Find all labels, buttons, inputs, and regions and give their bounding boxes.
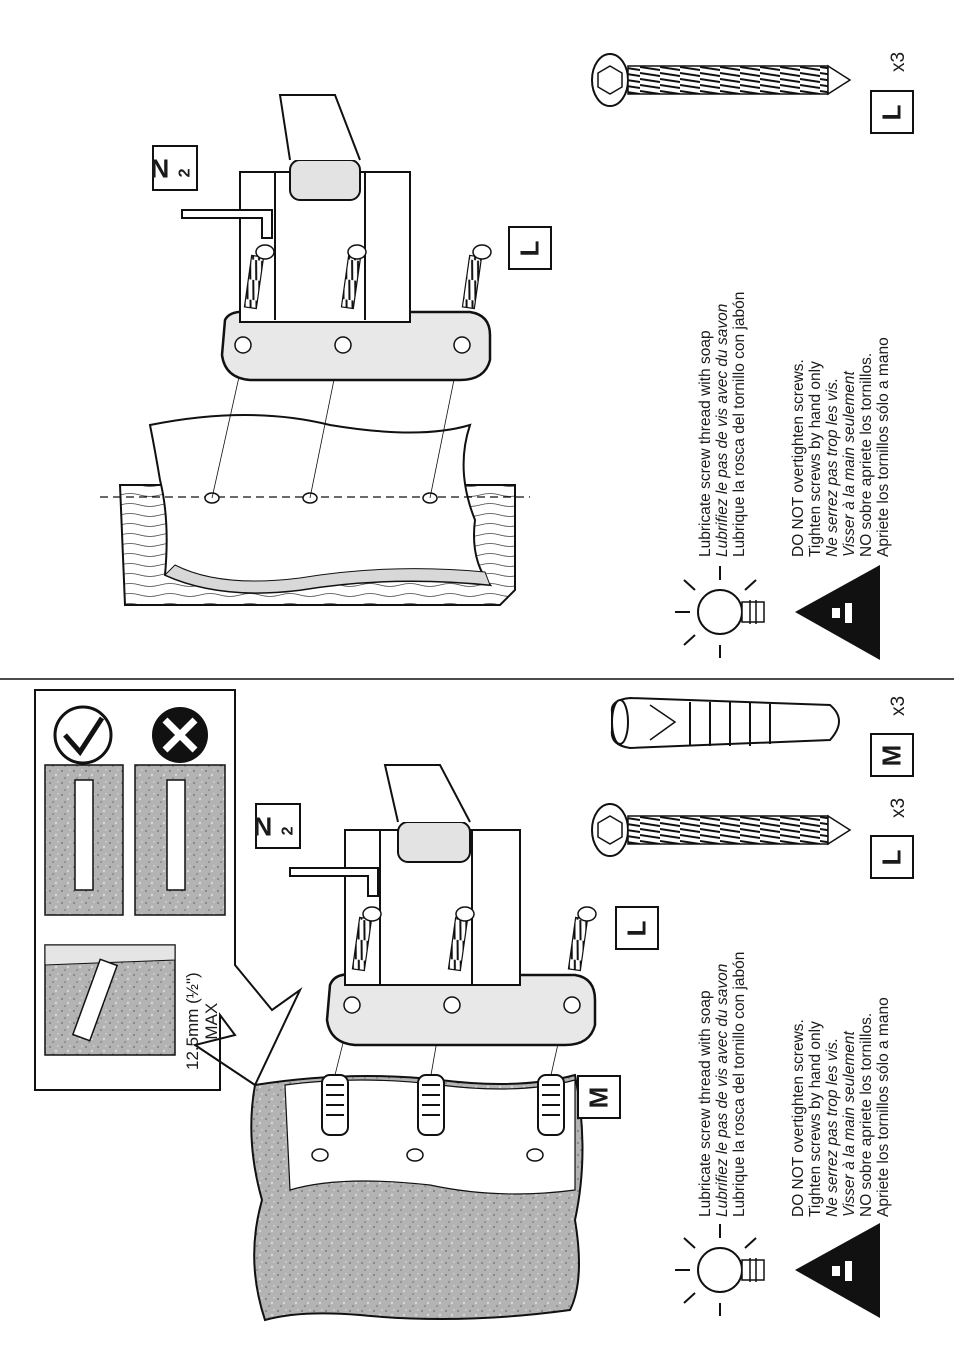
- drill-hole-1: [311, 1148, 329, 1162]
- concrete-wall: [250, 1073, 584, 1322]
- tip-text-bottom: Lubricate screw thread with soap Lubrifi…: [697, 951, 748, 1217]
- lightbulb-icon-top: [675, 566, 765, 658]
- screw-top-3: [461, 244, 492, 310]
- label-l-top-screw: L: [870, 90, 914, 134]
- lightbulb-icon-bottom: [675, 1224, 765, 1316]
- qty-screw-top: x3: [888, 51, 909, 72]
- drilling-depth-inset: [34, 689, 303, 1091]
- warning-icon-top: [795, 565, 880, 660]
- qty-anchor: x3: [888, 695, 909, 716]
- warning-text-bottom: DO NOT overtighten screws. Tighten screw…: [790, 997, 892, 1217]
- anchor-1: [321, 1074, 349, 1136]
- screw-top-1: [243, 244, 275, 310]
- tip-text-top: Lubricate screw thread with soap Lubrifi…: [697, 291, 748, 557]
- label-m-illustration: M: [870, 733, 914, 777]
- screw-bottom-2: [447, 906, 475, 972]
- anchor-3: [537, 1074, 565, 1136]
- warning-icon-bottom: [795, 1223, 880, 1318]
- screw-top-2: [340, 244, 367, 310]
- drywall-board: [148, 414, 493, 594]
- label-m-anchor: M: [577, 1075, 621, 1119]
- drilling-depth-note: 12.5mm (½") MAX: [183, 972, 221, 1070]
- hex-wrench-bottom: [289, 867, 379, 897]
- screw-bottom-3: [567, 906, 597, 972]
- qty-screw-bottom: x3: [888, 797, 909, 818]
- label-l-bottom-bracket: L: [615, 906, 659, 950]
- hex-wrench-top: [181, 209, 273, 239]
- correct-check-icon: [53, 705, 113, 765]
- anchor-m-illustration: [610, 696, 840, 750]
- label-l-top-bracket: L: [508, 226, 552, 270]
- screw-bottom-1: [351, 906, 382, 972]
- warning-text-top: DO NOT overtighten screws. Tighten screw…: [790, 337, 892, 557]
- wall-bracket-bottom: [325, 764, 597, 1047]
- label-l-bottom-screw: L: [870, 835, 914, 879]
- screw-l-illustration-top: [591, 53, 852, 107]
- screw-l-illustration-bottom: [591, 803, 852, 857]
- drill-hole-2: [406, 1148, 424, 1162]
- anchor-2: [417, 1074, 445, 1136]
- drill-hole-3: [526, 1148, 544, 1162]
